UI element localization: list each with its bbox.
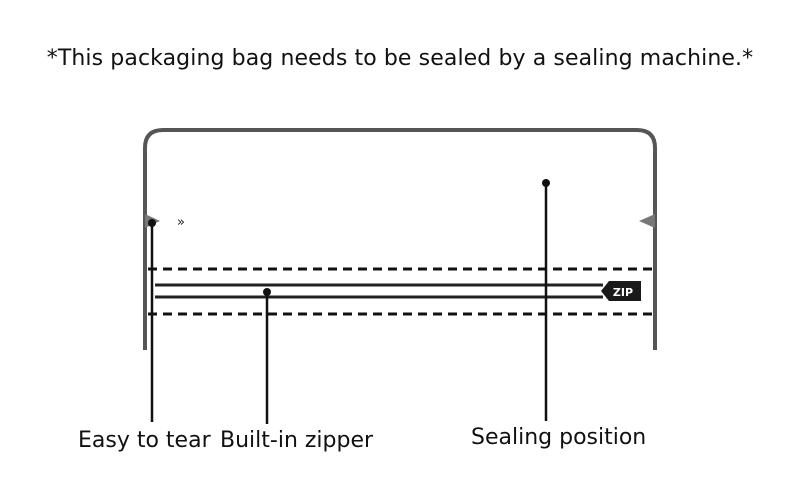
dot-easy-tear xyxy=(148,219,156,227)
bag-outline xyxy=(143,128,657,350)
sealing-note: *This packaging bag needs to be sealed b… xyxy=(46,46,754,71)
dot-zipper xyxy=(263,288,271,296)
label-built-in-zipper: Built-in zipper xyxy=(220,428,374,453)
label-sealing-position: Sealing position xyxy=(471,425,647,450)
dot-sealing xyxy=(542,179,550,187)
tear-direction-marks: » xyxy=(177,215,185,230)
zip-tag-text: ZIP xyxy=(613,286,633,299)
label-easy-to-tear: Easy to tear xyxy=(78,428,211,453)
zip-tag xyxy=(601,281,641,301)
tear-notch-right xyxy=(639,214,655,228)
